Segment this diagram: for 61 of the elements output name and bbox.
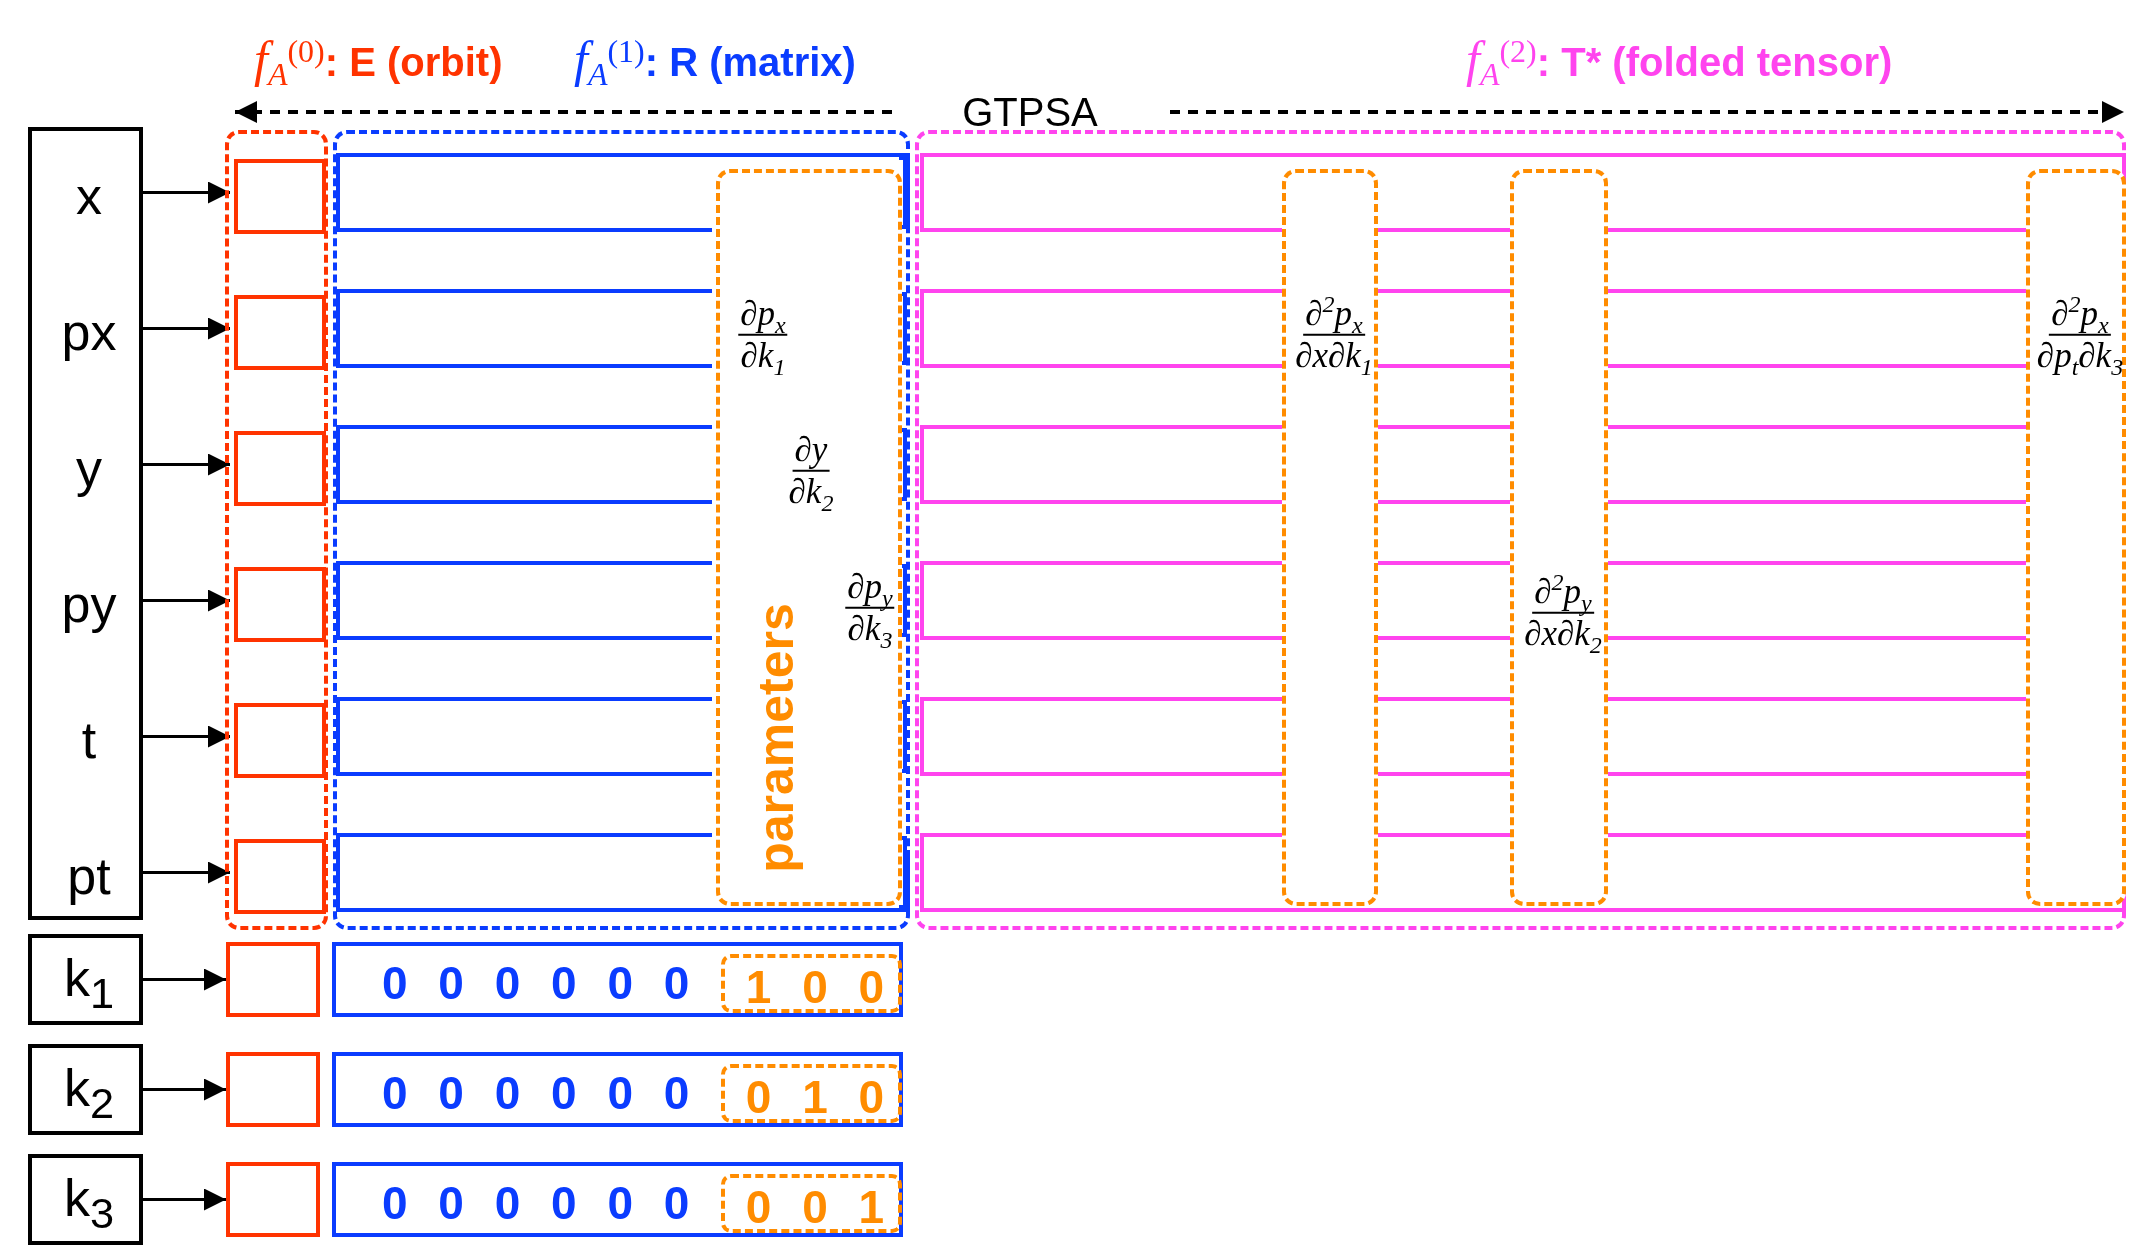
variable-label: k$_{3}$ (63, 1168, 115, 1238)
coefficient-box (226, 1052, 320, 1127)
math-numerator: ∂y (792, 429, 830, 472)
math-numerator: ∂$^{2}$p$_{y}$ (1532, 571, 1594, 614)
parameter-coefficients (721, 1174, 902, 1233)
math-denominator: ∂p$_{t}$∂k$_{3}$ (2035, 336, 2125, 377)
variable-label: y (76, 438, 102, 498)
math-denominator: ∂k$_{2}$ (787, 472, 835, 513)
vertical-label: parameters (747, 603, 805, 873)
coefficient-digits: 0 1 0 (745, 1070, 885, 1124)
variable-label: x (76, 166, 102, 226)
variable-label: pt (67, 846, 111, 906)
parameter-coefficients (721, 954, 902, 1013)
coefficient-digits: 0 0 0 0 0 0 (382, 1066, 690, 1120)
math-numerator: ∂p$_{y}$ (845, 566, 895, 609)
coefficient-digits: 0 0 1 (745, 1180, 885, 1234)
variable-label: py (61, 574, 117, 634)
math-numerator: ∂$^{2}$p$_{x}$ (1303, 293, 1365, 336)
variable-label: t (81, 710, 97, 770)
arrow (143, 1078, 226, 1101)
arrow (143, 1188, 226, 1211)
arrow (143, 861, 230, 884)
variable-label: k$_{2}$ (63, 1058, 115, 1128)
arrow (143, 453, 230, 476)
parameter-box (28, 1044, 143, 1135)
group-heading: f$_{A}$$^{(1)}$: R (matrix) (574, 30, 856, 93)
arrow (143, 181, 230, 204)
variable-box (28, 127, 143, 920)
coefficient-box (234, 567, 326, 642)
variable-label: px (61, 302, 117, 362)
coefficient-box (226, 1162, 320, 1237)
coefficient-box (226, 942, 320, 1017)
parameters-box (716, 169, 902, 906)
arrow (143, 725, 230, 748)
coefficient-box (234, 159, 326, 234)
math-denominator: ∂k$_{1}$ (739, 336, 787, 377)
coefficient-row (332, 1162, 903, 1237)
parameter-box (28, 1154, 143, 1245)
math-denominator: ∂x∂k$_{1}$ (1294, 336, 1374, 377)
variable-label: k$_{1}$ (63, 948, 115, 1018)
arrow (143, 968, 226, 991)
math-numerator: ∂p$_{x}$ (738, 293, 788, 336)
coefficient-digits: 0 0 0 0 0 0 (382, 1176, 690, 1230)
coefficient-box (234, 703, 326, 778)
math-numerator: ∂$^{2}$p$_{x}$ (2049, 293, 2111, 336)
group-heading: f$_{A}$$^{(2)}$: T* (folded tensor) (1466, 30, 1893, 93)
coefficient-box (234, 295, 326, 370)
parameters-box (2026, 169, 2126, 906)
coefficient-row (332, 942, 903, 1017)
coefficient-digits: 0 0 0 0 0 0 (382, 956, 690, 1010)
parameter-coefficients (721, 1064, 902, 1123)
coefficient-row (332, 1052, 903, 1127)
coefficient-box (234, 839, 326, 914)
coefficient-digits: 1 0 0 (745, 960, 885, 1014)
parameters-box (1282, 169, 1378, 906)
group-heading: f$_{A}$$^{(0)}$: E (orbit) (254, 30, 503, 93)
parameters-box (1510, 169, 1608, 906)
parameter-box (28, 934, 143, 1025)
coefficient-box (234, 431, 326, 506)
arrow (143, 589, 230, 612)
arrow (143, 317, 230, 340)
